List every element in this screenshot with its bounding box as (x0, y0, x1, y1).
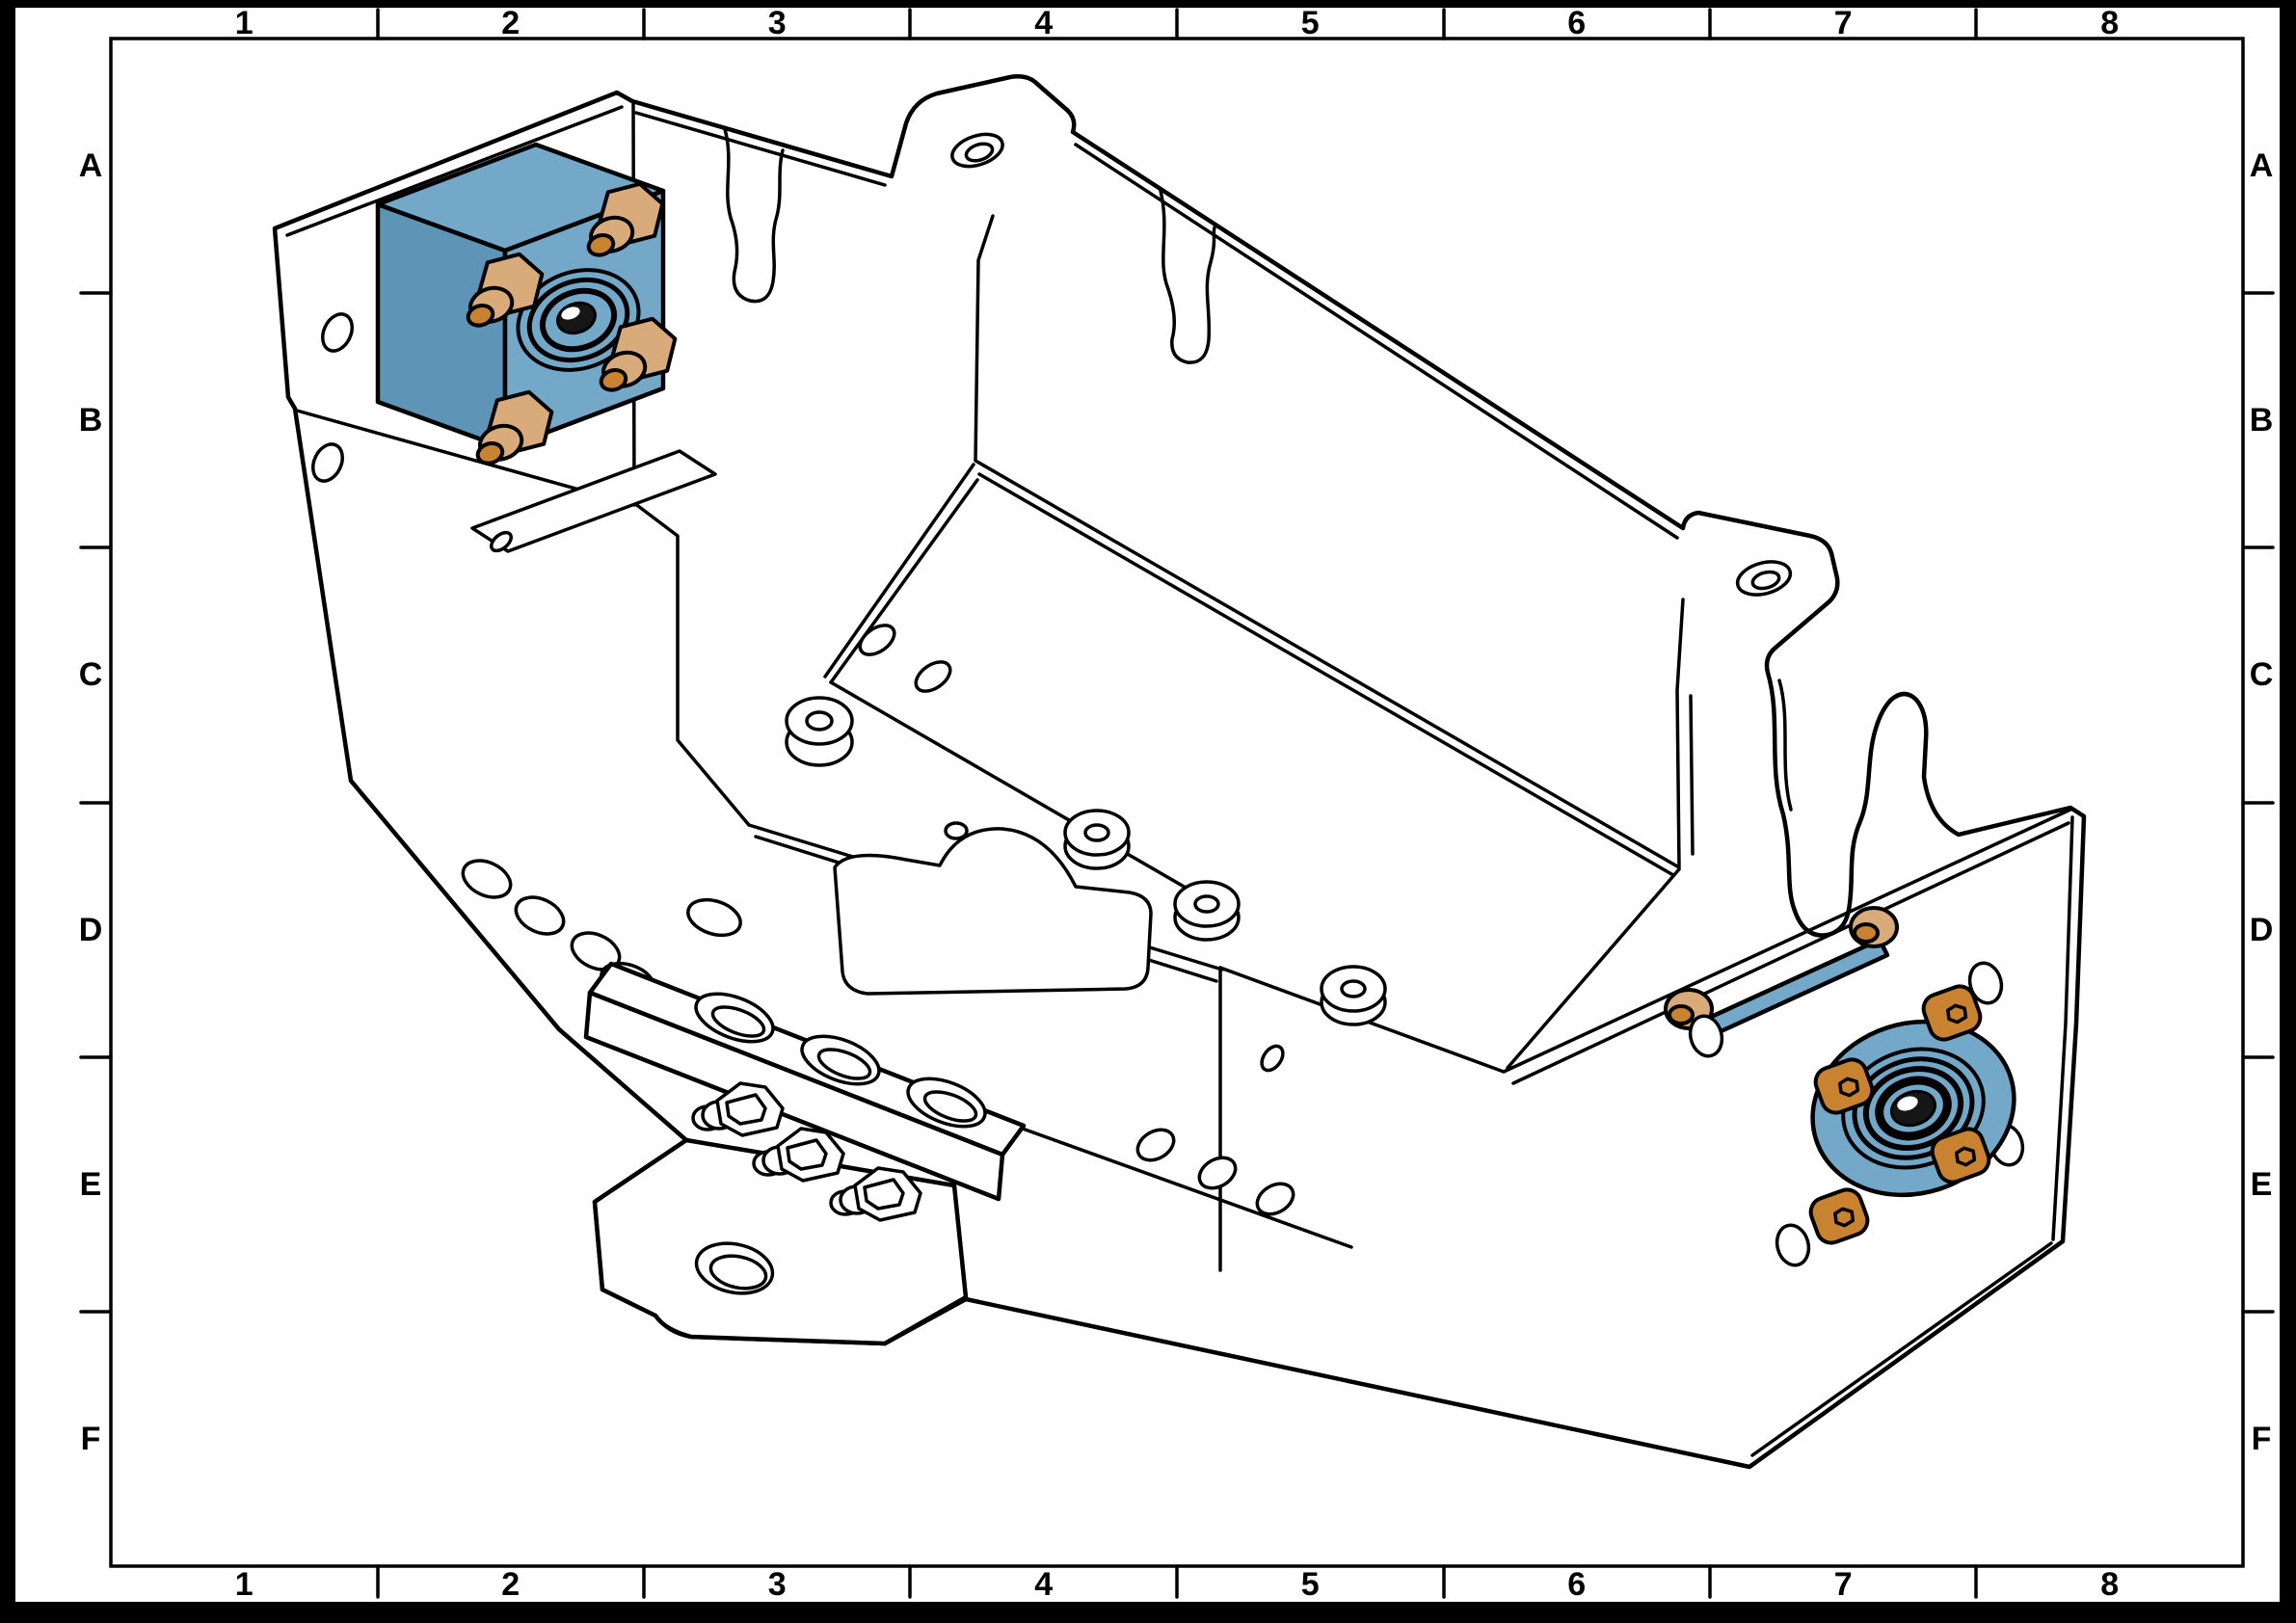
grid-label: 7 (1833, 4, 1853, 41)
grid-label: 5 (1300, 4, 1320, 41)
grid-label: D (2249, 911, 2274, 948)
grid-label: 6 (1567, 1566, 1587, 1603)
grid-label: F (80, 1420, 101, 1457)
standoff (785, 696, 854, 767)
grid-label: 4 (1034, 4, 1054, 41)
wavy-slots (723, 127, 1793, 812)
standoff (1320, 965, 1387, 1026)
flange-nut (752, 1127, 845, 1183)
grid-label: 1 (234, 1566, 254, 1603)
grid-label: E (79, 1165, 102, 1203)
square-bearing-block (375, 142, 678, 466)
tab-holes (950, 132, 1793, 597)
socket-screws (1808, 984, 1991, 1245)
grid-label: C (78, 656, 103, 694)
grid-label: E (2250, 1165, 2273, 1203)
grid-label: 8 (2100, 1566, 2120, 1603)
floor-features (600, 821, 1285, 1073)
grid-label: 5 (1300, 1566, 1320, 1603)
grid-label: 8 (2100, 4, 2120, 41)
grid-label: B (2249, 402, 2274, 439)
bearing-rings (516, 268, 641, 372)
hex-screws (466, 181, 678, 466)
bearing-rings (1841, 1047, 1986, 1170)
grid-label: 1 (234, 4, 254, 41)
column-labels-bottom: 1 2 3 4 5 6 7 8 (111, 1567, 2243, 1602)
front-wall-holes (1135, 1128, 1295, 1216)
grid-label: 2 (501, 1566, 521, 1603)
standoff (1063, 809, 1131, 870)
grid-ticks (79, 8, 2275, 1599)
grid-label: A (78, 147, 103, 185)
grid-label: 7 (1833, 1566, 1853, 1603)
row-labels-left: A B C D E F (71, 39, 110, 1566)
grid-label: A (2249, 147, 2274, 185)
flange-nut (691, 1081, 785, 1137)
grid-label: F (2251, 1420, 2272, 1457)
flange-nuts (691, 1081, 922, 1222)
flanged-bearing (1808, 984, 2016, 1245)
grid-label: 3 (767, 1566, 787, 1603)
row-labels-right: A B C D E F (2244, 39, 2279, 1566)
grid-label: 2 (501, 4, 521, 41)
grid-label: D (78, 911, 103, 948)
column-labels-top: 1 2 3 4 5 6 7 8 (111, 4, 2243, 41)
grid-label: B (78, 402, 103, 439)
flange-nut (829, 1166, 922, 1222)
floor-cutout (833, 827, 1153, 996)
spacer-standoffs (785, 696, 1387, 1026)
copper-screw (1849, 906, 1899, 948)
grid-label: 6 (1567, 4, 1587, 41)
front-rail (583, 961, 1027, 1202)
drawing-paper: 1 2 3 4 5 6 7 8 1 2 3 4 5 6 7 8 A B C D E F A B C D E F (15, 4, 2280, 1602)
cad-drawing (79, 8, 2275, 1599)
right-wall-holes (1688, 961, 2025, 1267)
grid-label: 3 (767, 4, 787, 41)
shaft-spacer-strip (1664, 906, 1899, 1042)
standoff (1173, 880, 1241, 942)
chassis-assembly (272, 74, 2087, 1470)
grid-label: C (2249, 656, 2274, 694)
left-wall-holes (311, 312, 952, 971)
grid-label: 4 (1034, 1566, 1054, 1603)
countersunk-holes (694, 992, 987, 1129)
